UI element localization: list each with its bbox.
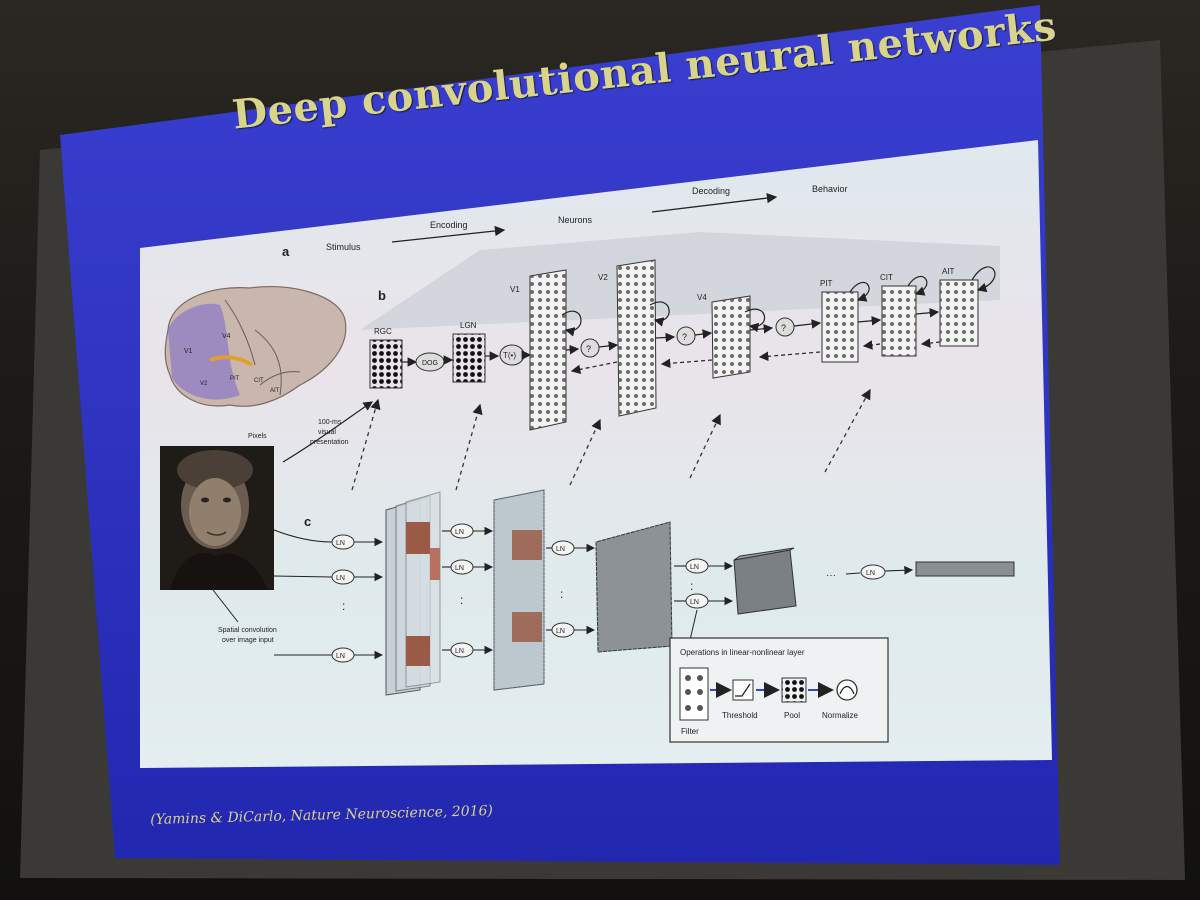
conv-layer-4 — [733, 547, 797, 615]
op-unknown-3 — [775, 317, 795, 337]
portrait-image — [160, 446, 274, 590]
stage-neurons: Neurons — [558, 215, 593, 225]
op-unknown-2 — [676, 326, 696, 346]
figure-text: LN — [336, 540, 345, 547]
grid-rgc — [369, 339, 403, 389]
area-label-lgn: LGN — [460, 321, 477, 330]
figure-text: LN — [556, 628, 565, 635]
figure-text: CIT — [254, 378, 264, 384]
figure-area — [140, 140, 1052, 768]
operations-box: Operations in linear-nonlinear layer Fil… — [669, 637, 889, 743]
filter-icon — [679, 667, 709, 721]
figure-text: Normalize — [822, 711, 859, 720]
figure-text: AIT — [270, 388, 280, 394]
area-label-v2: V2 — [598, 273, 608, 282]
output-layer — [915, 561, 1015, 577]
panel-a-label: a — [282, 244, 290, 259]
figure-text: LN — [455, 529, 464, 536]
figure-text: : — [690, 579, 693, 593]
figure-text: LN — [455, 648, 464, 655]
figure-text: : — [560, 587, 563, 601]
figure-text: visual — [318, 429, 336, 436]
ln-node — [860, 564, 886, 580]
stage-encoding: Encoding — [430, 220, 468, 230]
figure-text: DOG — [422, 360, 438, 367]
area-label-ait: AIT — [942, 267, 955, 276]
figure-text: Pool — [784, 711, 800, 720]
normalize-icon — [836, 679, 858, 701]
area-label-pit: PIT — [820, 279, 833, 288]
area-label-cit: CIT — [880, 273, 893, 282]
figure-text: ? — [682, 332, 687, 342]
figure-text: ? — [586, 344, 591, 354]
figure-text: V1 — [184, 348, 193, 355]
figure-text: V4 — [222, 333, 231, 340]
panel-b-label: b — [378, 288, 386, 303]
figure-text: presentation — [310, 439, 349, 446]
figure-text: : — [342, 599, 345, 613]
area-label-v4: V4 — [697, 293, 707, 302]
conv-layer-3 — [595, 521, 673, 653]
conv-layer-1 — [385, 491, 441, 696]
area-label-v1: V1 — [510, 285, 520, 294]
area-label-rgc: RGC — [374, 327, 392, 336]
conv-layer-2 — [493, 489, 545, 691]
pool-icon — [781, 677, 807, 703]
figure-text: 100-ms — [318, 419, 342, 426]
stage-decoding: Decoding — [692, 186, 730, 196]
figure-text: LN — [336, 653, 345, 660]
figure-text: PIT — [230, 376, 240, 382]
figure-text: LN — [455, 565, 464, 572]
brain-illustration: V1 V4 PIT CIT AIT V2 — [164, 285, 347, 407]
figure-text: LN — [866, 570, 875, 577]
grid-lgn — [452, 333, 486, 383]
op-unknown-1 — [580, 338, 600, 358]
threshold-icon — [732, 679, 754, 701]
figure-text: LN — [556, 546, 565, 553]
panel-c-label: c — [304, 514, 311, 529]
conv-caption-line-1: Spatial convolution — [218, 627, 277, 634]
stage-behavior: Behavior — [812, 184, 848, 194]
figure-text: LN — [336, 575, 345, 582]
ellipsis: ··· — [826, 570, 836, 581]
figure-text: V2 — [200, 381, 208, 387]
figure-text: T(•) — [503, 351, 516, 360]
figure-text: Filter — [681, 727, 699, 736]
operations-box-title: Operations in linear-nonlinear layer — [680, 648, 805, 657]
figure-text: LN — [690, 599, 699, 606]
figure-text: : — [460, 593, 463, 607]
figure-text: ? — [781, 323, 786, 333]
pixels-label: Pixels — [248, 433, 267, 440]
stage-stimulus: Stimulus — [326, 242, 361, 252]
conv-caption-line-2: over image input — [222, 637, 274, 644]
figure-text: Threshold — [722, 711, 758, 720]
figure-text: LN — [690, 564, 699, 571]
